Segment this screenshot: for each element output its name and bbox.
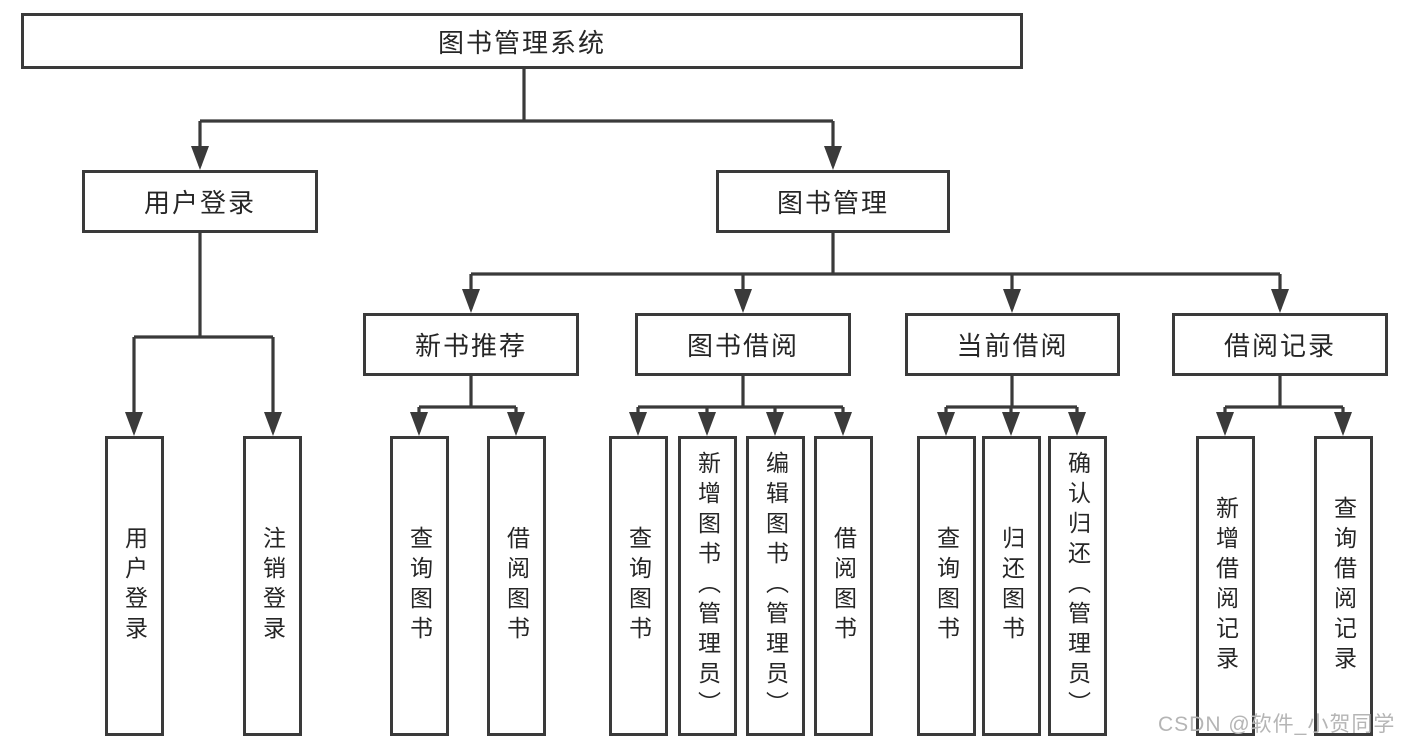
edge-bookmgmt-to-level3	[469, 233, 1282, 309]
node-current-borrow: 当前借阅	[905, 313, 1120, 376]
arrowhead-current-borrow	[1003, 289, 1021, 313]
node-new-book-recommend: 新书推荐	[363, 313, 579, 376]
leaf-query-book-current: 查询图书	[917, 436, 976, 736]
arrowhead-leaf-query-record	[1334, 412, 1352, 436]
arrowhead-leaf-logout	[264, 412, 282, 436]
edge-userlogin-to-leaves	[132, 233, 275, 432]
leaf-query-borrow-record: 查询借阅记录	[1314, 436, 1373, 736]
arrowhead-leaf-add-book	[698, 412, 716, 436]
node-book-borrow: 图书借阅	[635, 313, 851, 376]
arrowhead-leaf-add-record	[1216, 412, 1234, 436]
leaf-add-book-admin: 新增图书（管理员）	[678, 436, 737, 736]
arrowhead-leaf-return-book	[1002, 412, 1020, 436]
leaf-edit-book-admin: 编辑图书（管理员）	[746, 436, 805, 736]
csdn-watermark: CSDN @软件_小贺同学	[1158, 713, 1396, 736]
leaf-query-book-borrow: 查询图书	[609, 436, 668, 736]
edge-newbookrec-to-leaves	[417, 376, 518, 432]
arrowhead-new-book-rec	[462, 289, 480, 313]
arrowhead-leaf-query-book-current	[937, 412, 955, 436]
arrowhead-leaf-borrow-book	[834, 412, 852, 436]
node-book-management: 图书管理	[716, 170, 950, 233]
arrowhead-leaf-query-book-rec	[410, 412, 428, 436]
leaf-borrow-book-rec: 借阅图书	[487, 436, 546, 736]
leaf-return-book: 归还图书	[982, 436, 1041, 736]
leaf-query-book-rec: 查询图书	[390, 436, 449, 736]
arrowhead-leaf-confirm-return	[1068, 412, 1086, 436]
leaf-confirm-return-admin: 确认归还（管理员）	[1048, 436, 1107, 736]
arrowhead-user-login	[191, 146, 209, 170]
arrowhead-leaf-query-book-borrow	[629, 412, 647, 436]
leaf-logout-login: 注销登录	[243, 436, 302, 736]
arrowhead-borrow-record	[1271, 289, 1289, 313]
arrowhead-book-mgmt	[824, 146, 842, 170]
edge-borrowrecord-to-leaves	[1223, 376, 1345, 432]
edge-root-to-level2	[198, 69, 835, 166]
edge-bookborrow-to-leaves	[636, 376, 845, 432]
arrowhead-leaf-borrow-book-rec	[507, 412, 525, 436]
node-borrow-records: 借阅记录	[1172, 313, 1388, 376]
arrowhead-book-borrow	[734, 289, 752, 313]
arrowhead-leaf-user-login	[125, 412, 143, 436]
leaf-add-borrow-record: 新增借阅记录	[1196, 436, 1255, 736]
leaf-borrow-book: 借阅图书	[814, 436, 873, 736]
arrowhead-leaf-edit-book	[766, 412, 784, 436]
node-user-login: 用户登录	[82, 170, 318, 233]
node-root-library-system: 图书管理系统	[21, 13, 1023, 69]
leaf-user-login: 用户登录	[105, 436, 164, 736]
